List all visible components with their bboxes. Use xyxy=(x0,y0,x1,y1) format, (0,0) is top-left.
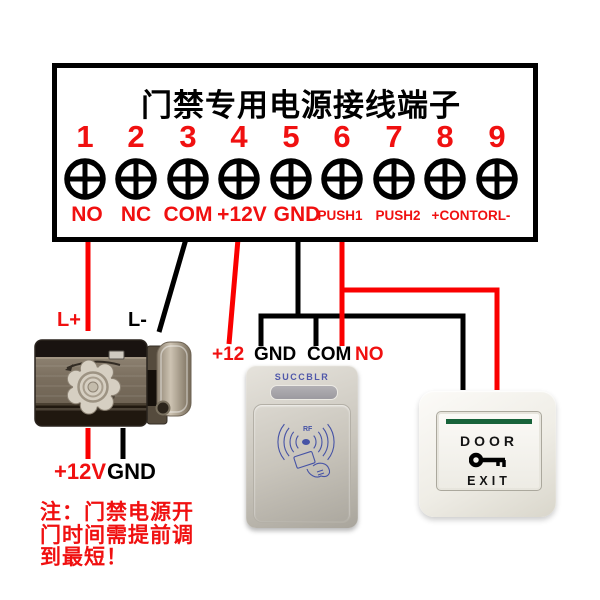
exit-green-bar xyxy=(446,419,532,424)
reader-wire-label-gnd: GND xyxy=(254,344,297,365)
lock-logo-plate xyxy=(108,350,125,360)
rf-label: RF xyxy=(303,426,313,433)
terminal-screw-icon-6 xyxy=(321,158,363,200)
terminal-number-6: 6 xyxy=(333,119,351,154)
door-exit-button: DOOR EXIT xyxy=(419,391,556,517)
terminal-screw-icon-5 xyxy=(270,158,312,200)
reader-indicator-window xyxy=(270,385,338,400)
terminal-label-contorl: +CONTORL- xyxy=(431,208,511,223)
lock-bottom-label-gnd: GND xyxy=(107,459,156,484)
reader-inner-panel xyxy=(253,404,351,523)
note-line-3: 到最短！ xyxy=(40,546,128,569)
terminal-number-8: 8 xyxy=(436,119,454,154)
terminal-number-2: 2 xyxy=(127,119,145,154)
key-icon xyxy=(469,452,506,468)
terminal-number-1: 1 xyxy=(76,119,94,154)
terminal-number-7: 7 xyxy=(385,119,403,154)
terminal-label-push2: PUSH2 xyxy=(375,208,421,223)
terminal-screw-icon-1 xyxy=(64,158,106,200)
lock-bottom-label-12v: +12V xyxy=(54,459,106,484)
wire-com-to-lock-lminus xyxy=(156,238,189,333)
terminal-number-9: 9 xyxy=(488,119,506,154)
lock-strike-piece xyxy=(146,341,192,425)
reader-wire-label-12: +12 xyxy=(212,344,245,365)
terminal-number-3: 3 xyxy=(179,119,197,154)
terminal-label-com: COM xyxy=(163,203,213,226)
reader-wire-label-no: NO xyxy=(355,344,384,365)
terminal-label-nc: NC xyxy=(120,203,152,226)
reader-brand-text: SUCCBLR xyxy=(274,372,330,382)
terminal-label-no: NO xyxy=(71,203,103,226)
lock-wire-label-lminus: L- xyxy=(128,309,147,331)
terminal-number-5: 5 xyxy=(282,119,300,154)
wire-12v-to-reader xyxy=(226,238,241,345)
exit-door-text: DOOR xyxy=(460,433,518,449)
terminal-screw-icon-3 xyxy=(167,158,209,200)
terminal-screw-icon-7 xyxy=(373,158,415,200)
panel-title: 门禁专用电源接线端子 xyxy=(141,88,461,123)
reader-wire-label-com: COM xyxy=(307,344,352,365)
terminal-number-4: 4 xyxy=(230,119,248,154)
lock-wire-label-lplus: L+ xyxy=(57,309,81,331)
terminal-screw-icon-4 xyxy=(218,158,260,200)
terminal-screw-icon-9 xyxy=(476,158,518,200)
rfid-reader: SUCCBLR RF xyxy=(246,365,358,528)
rf-card-swipe-icon: RF xyxy=(277,423,335,478)
note-line-1: 注：门禁电源开 xyxy=(40,501,194,524)
note-line-2: 门时间需提前调 xyxy=(40,523,194,547)
terminal-label-12v: +12V xyxy=(217,203,267,226)
terminal-screw-icon-8 xyxy=(424,158,466,200)
exit-button-panel: DOOR EXIT xyxy=(436,411,542,491)
terminal-label-gnd: GND xyxy=(273,203,321,226)
lock-knob xyxy=(66,359,121,415)
electric-lock-image xyxy=(34,339,192,427)
note-text: 注：门禁电源开 门时间需提前调 到最短！ xyxy=(40,501,194,570)
wire-push1-net xyxy=(339,239,500,390)
terminal-screw-icon-2 xyxy=(115,158,157,200)
terminal-label-push1: PUSH1 xyxy=(317,208,363,223)
exit-exit-text: EXIT xyxy=(467,474,511,488)
